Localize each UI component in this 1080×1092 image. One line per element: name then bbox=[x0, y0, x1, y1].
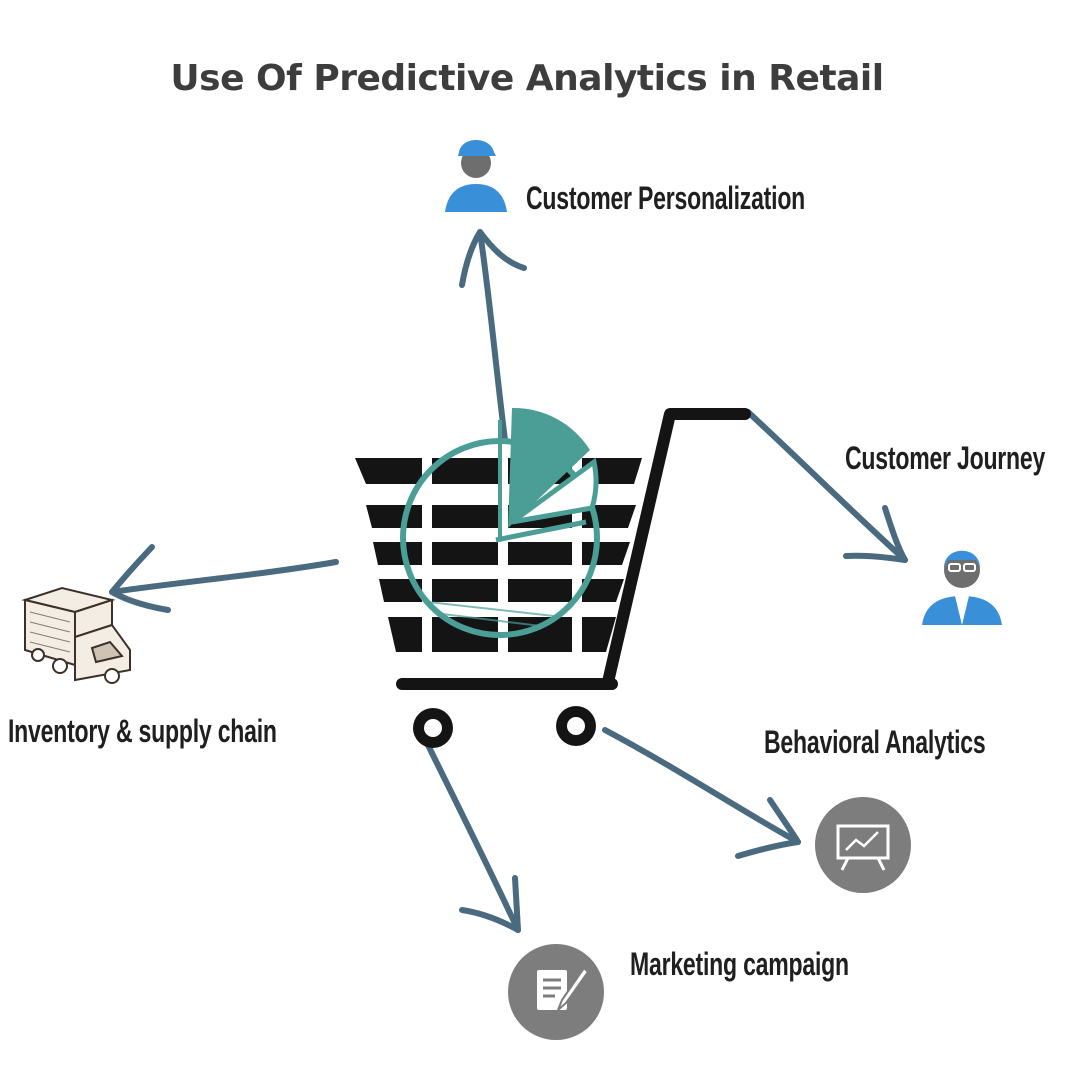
label-marketing-campaign: Marketing campaign bbox=[630, 946, 849, 982]
arrow-to-customer-personalization bbox=[459, 229, 527, 443]
label-inventory-supply-chain: Inventory & supply chain bbox=[8, 713, 277, 749]
presentation-chart-icon bbox=[815, 797, 911, 893]
person-cap-icon bbox=[445, 140, 507, 212]
woman-glasses-icon bbox=[922, 550, 1002, 625]
label-customer-journey: Customer Journey bbox=[845, 440, 1046, 476]
arrow-to-marketing-campaign bbox=[425, 742, 521, 933]
label-customer-personalization: Customer Personalization bbox=[526, 180, 806, 216]
document-pencil-icon bbox=[508, 944, 604, 1040]
arrow-to-customer-journey bbox=[745, 409, 908, 563]
delivery-truck-icon bbox=[21, 586, 131, 684]
diagram-title: Use Of Predictive Analytics in Retail bbox=[170, 58, 884, 99]
label-behavioral-analytics: Behavioral Analytics bbox=[764, 724, 986, 760]
arrow-to-behavioral-analytics bbox=[602, 727, 801, 859]
arrow-to-inventory bbox=[109, 544, 339, 613]
pie-chart-icon bbox=[400, 407, 600, 638]
